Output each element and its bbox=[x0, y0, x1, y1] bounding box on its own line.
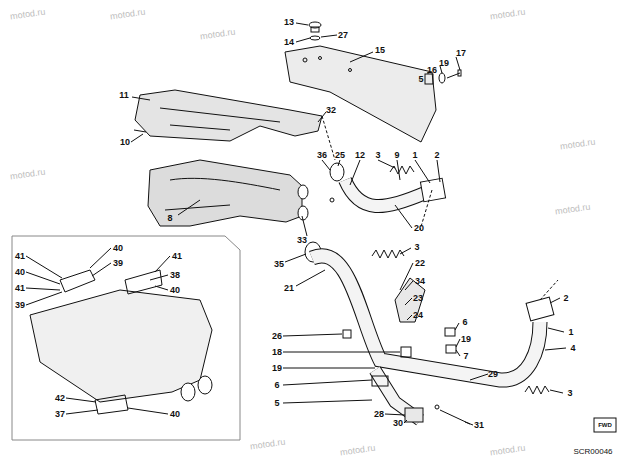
figure-code: SCR00046 bbox=[573, 448, 612, 456]
watermark: motod.ru bbox=[10, 168, 46, 182]
watermark: motod.ru bbox=[10, 8, 46, 22]
callout-number: 22 bbox=[415, 259, 425, 268]
callout-number: 1 bbox=[412, 151, 417, 160]
callout-number: 19 bbox=[272, 364, 282, 373]
watermark: motod.ru bbox=[490, 8, 526, 22]
callout-number: 42 bbox=[55, 394, 65, 403]
watermark: motod.ru bbox=[200, 28, 236, 42]
callout-number: 27 bbox=[338, 31, 348, 40]
watermark: motod.ru bbox=[555, 203, 591, 217]
callout-number: 32 bbox=[326, 106, 336, 115]
callout-number: 34 bbox=[415, 277, 425, 286]
callout-number: 17 bbox=[456, 49, 466, 58]
callout-number: 2 bbox=[434, 151, 439, 160]
watermark: motod.ru bbox=[110, 8, 146, 22]
callout-number: 8 bbox=[167, 214, 172, 223]
callout-number: 10 bbox=[120, 138, 130, 147]
callout-number: 41 bbox=[172, 252, 182, 261]
callout-number: 40 bbox=[170, 286, 180, 295]
callout-number: 6 bbox=[274, 381, 279, 390]
callout-number: 35 bbox=[274, 260, 284, 269]
watermark: motod.ru bbox=[340, 444, 376, 458]
callout-number: 5 bbox=[418, 75, 423, 84]
callout-number: 20 bbox=[414, 224, 424, 233]
watermark: motod.ru bbox=[560, 138, 596, 152]
callout-number: 19 bbox=[461, 335, 471, 344]
callout-number: 37 bbox=[55, 410, 65, 419]
callout-number: 13 bbox=[284, 18, 294, 27]
watermark: motod.ru bbox=[250, 438, 286, 452]
callout-number: 40 bbox=[170, 410, 180, 419]
watermark: motod.ru bbox=[490, 444, 526, 458]
callout-number: 3 bbox=[375, 151, 380, 160]
callout-number: 11 bbox=[119, 91, 129, 100]
callout-number: 24 bbox=[413, 311, 423, 320]
callout-number: 39 bbox=[113, 259, 123, 268]
callout-number: 40 bbox=[113, 244, 123, 253]
callout-number: 1 bbox=[568, 328, 573, 337]
direction-icon-text: FWD bbox=[598, 422, 612, 428]
callout-number: 29 bbox=[488, 370, 498, 379]
callout-number: 9 bbox=[394, 151, 399, 160]
callout-number: 33 bbox=[297, 236, 307, 245]
callout-number: 15 bbox=[375, 46, 385, 55]
callout-number: 41 bbox=[15, 252, 25, 261]
callout-number: 12 bbox=[355, 151, 365, 160]
callout-number: 4 bbox=[570, 344, 575, 353]
callout-number: 23 bbox=[413, 294, 423, 303]
callout-number: 26 bbox=[272, 332, 282, 341]
callout-number: 36 bbox=[317, 151, 327, 160]
callout-number: 38 bbox=[170, 271, 180, 280]
callout-number: 39 bbox=[15, 301, 25, 310]
callout-number: 28 bbox=[374, 410, 384, 419]
callout-number: 25 bbox=[335, 151, 345, 160]
callout-number: 18 bbox=[272, 348, 282, 357]
callout-number: 31 bbox=[474, 421, 484, 430]
callout-number: 40 bbox=[15, 268, 25, 277]
callout-number: 2 bbox=[563, 294, 568, 303]
callout-number: 19 bbox=[439, 59, 449, 68]
callout-number: 3 bbox=[567, 389, 572, 398]
callout-number: 16 bbox=[427, 66, 437, 75]
callout-number: 21 bbox=[284, 284, 294, 293]
callout-number: 5 bbox=[274, 399, 279, 408]
callout-number: 3 bbox=[414, 243, 419, 252]
callout-number: 14 bbox=[284, 38, 294, 47]
callout-number: 7 bbox=[463, 352, 468, 361]
callout-number: 6 bbox=[462, 318, 467, 327]
callout-number: 41 bbox=[15, 284, 25, 293]
callout-number: 30 bbox=[393, 419, 403, 428]
